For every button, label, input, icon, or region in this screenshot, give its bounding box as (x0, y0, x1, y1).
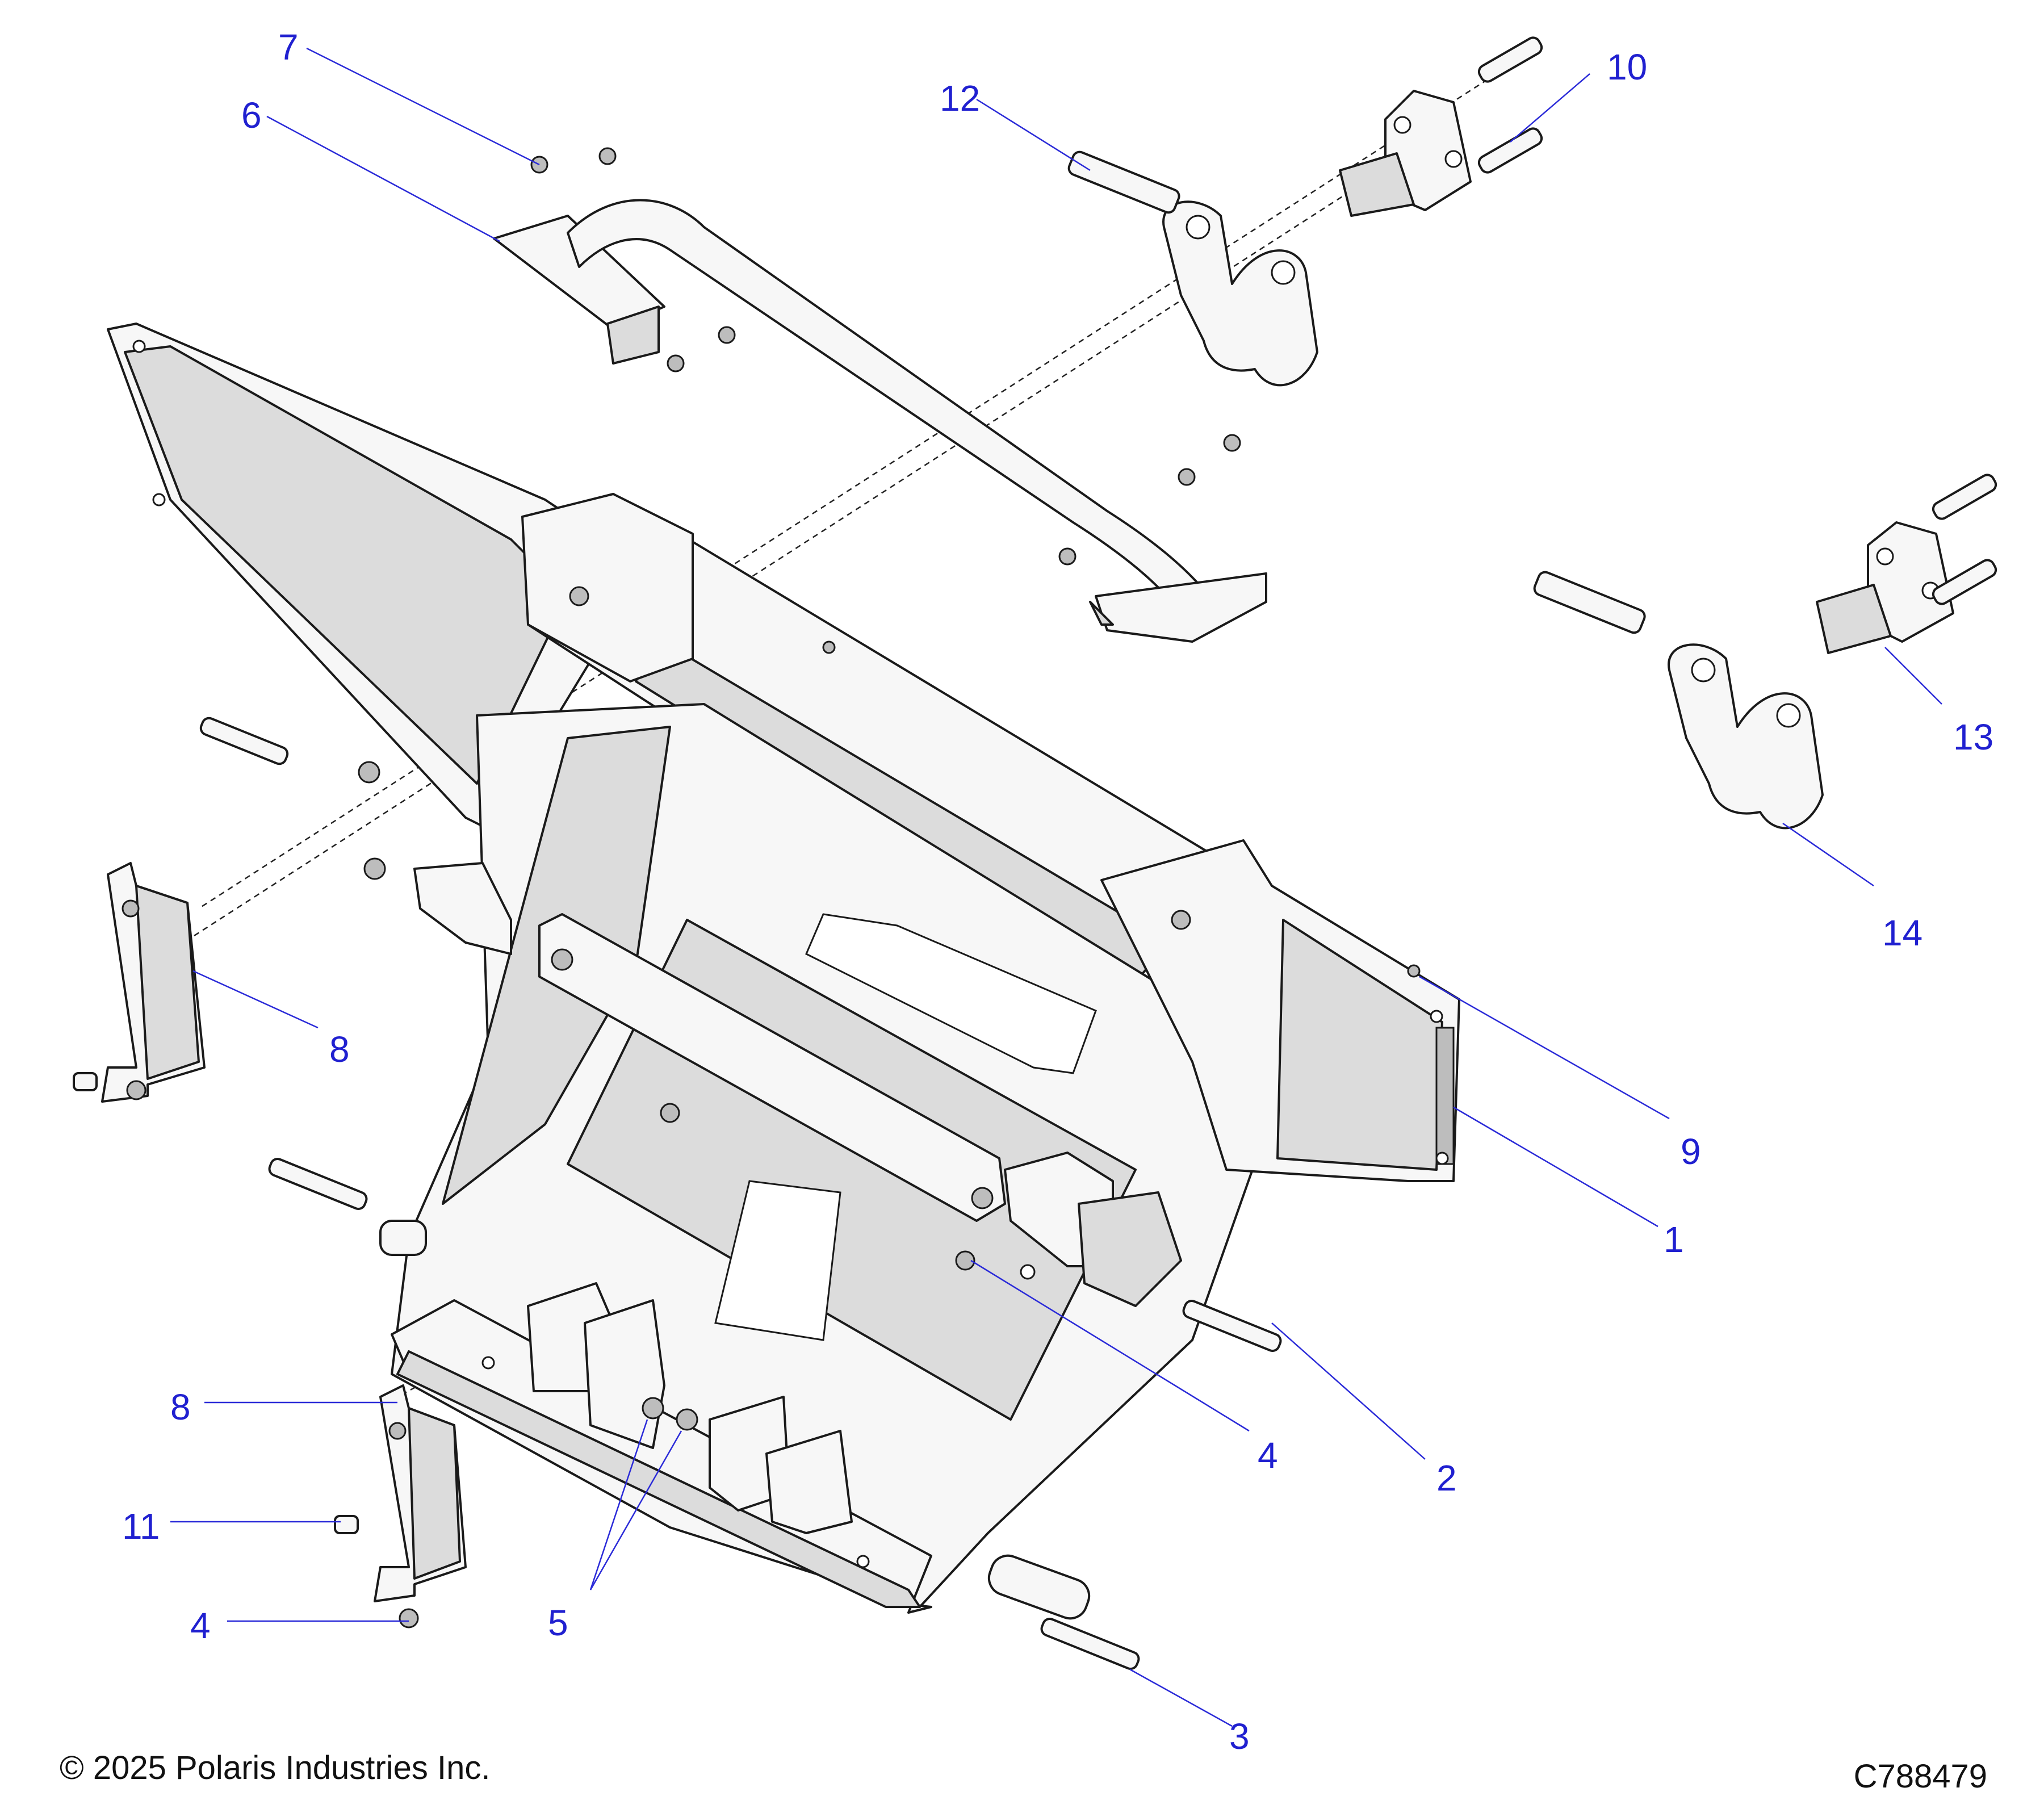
callout-6: 6 (241, 95, 262, 136)
leader-lines (170, 47, 1942, 1727)
callout-10: 10 (1607, 47, 1647, 87)
callout-13: 13 (1953, 717, 1993, 757)
shackle-mount-upper (1339, 90, 1472, 217)
side-bracket-upper (101, 862, 206, 1103)
callout-8-lower: 8 (170, 1387, 191, 1427)
shackle-lower (1668, 643, 1824, 830)
nuts (122, 147, 1421, 1628)
callout-labels: 1 2 3 4 4 5 6 7 8 8 9 10 11 12 13 14 (122, 27, 1993, 1757)
callout-7: 7 (278, 27, 299, 68)
callout-3: 3 (1229, 1716, 1250, 1757)
callout-8-upper: 8 (329, 1029, 350, 1070)
grab-bar (493, 199, 1267, 643)
copyright-notice: © 2025 Polaris Industries Inc. (60, 1749, 491, 1786)
callout-2: 2 (1436, 1458, 1457, 1498)
callout-9: 9 (1681, 1131, 1701, 1172)
bumper-frame (107, 323, 1460, 1620)
callout-1: 1 (1664, 1219, 1684, 1260)
drawing-number: C788479 (1853, 1758, 1987, 1795)
callout-4-center: 4 (1258, 1435, 1278, 1476)
callout-5: 5 (548, 1602, 568, 1643)
callout-4-lower-left: 4 (190, 1605, 211, 1646)
shackle-mount-lower (1816, 521, 1954, 654)
callout-14: 14 (1882, 912, 1922, 953)
side-bracket-lower (374, 1384, 467, 1602)
bolts (73, 36, 1997, 1671)
callout-11: 11 (122, 1506, 160, 1547)
shackle-upper (1162, 200, 1318, 387)
callout-12: 12 (940, 78, 980, 119)
